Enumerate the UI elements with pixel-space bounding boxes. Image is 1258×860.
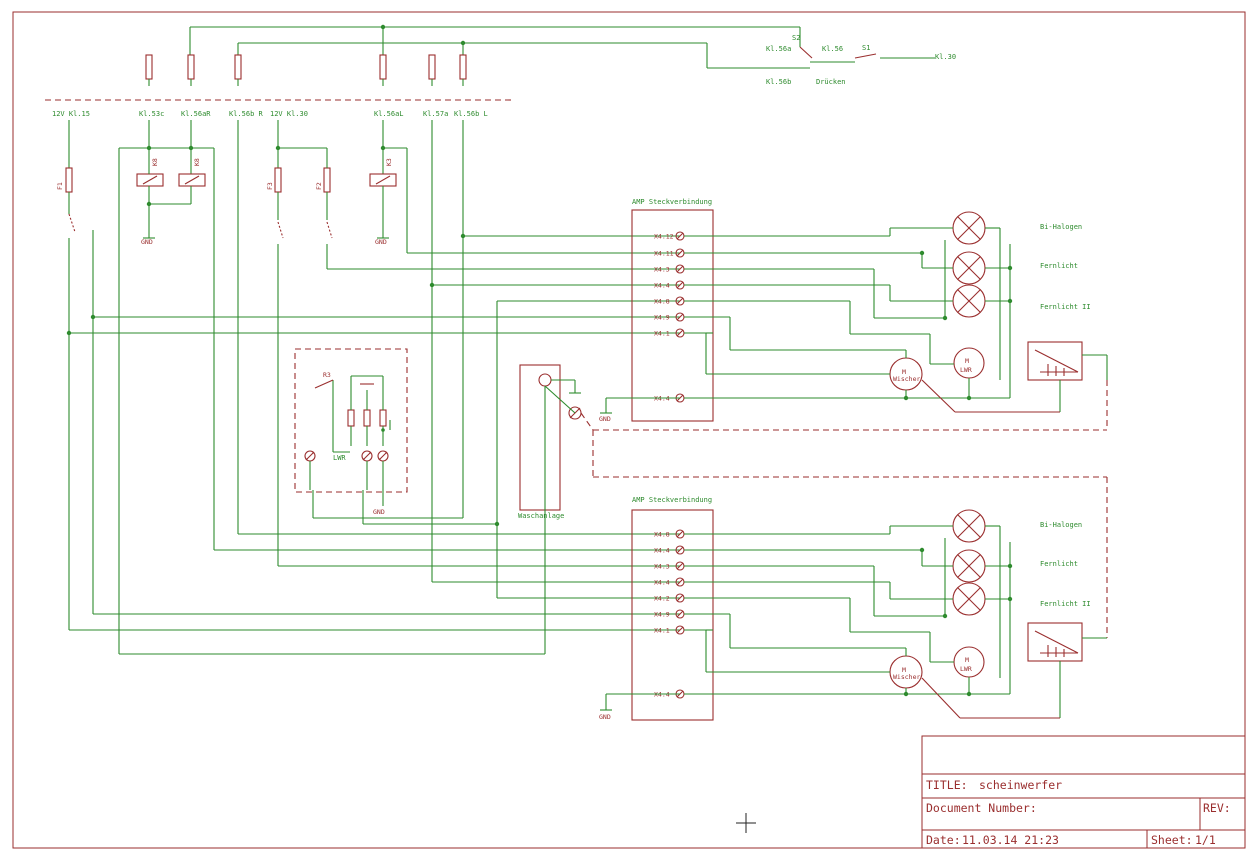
lamp-label-bi-halogen: Bi-Halogen <box>1040 223 1082 231</box>
connector-pin-label: X4.2 <box>654 595 670 603</box>
gnd-label: GND <box>599 713 611 721</box>
connector-pin-label: X4.4 <box>654 547 670 555</box>
fuse-label: F3 <box>266 182 274 190</box>
label-kl56: Kl.56 <box>822 45 843 53</box>
connector-pin-slash <box>676 546 684 554</box>
connector-pin-label: X4.12 <box>654 233 674 241</box>
lamp-label-bi-halogen: Bi-Halogen <box>1040 521 1082 529</box>
connector-pin-slash <box>676 313 684 321</box>
sheet-value: 1/1 <box>1195 833 1216 847</box>
connector-pin-slash <box>676 578 684 586</box>
gnd-label: GND <box>599 415 611 423</box>
relay-label: K8 <box>151 158 159 166</box>
waschanlage-label: Waschanlage <box>518 512 564 520</box>
motor-m-label: M <box>902 666 906 674</box>
bus-label: Kl.57a <box>423 110 448 118</box>
document-number-label: Document Number: <box>926 801 1037 815</box>
gnd-label: GND <box>141 238 153 246</box>
connector-pin-slash <box>676 249 684 257</box>
connector-pin-slash <box>676 530 684 538</box>
connector-pin-slash <box>676 562 684 570</box>
bus-labels: 12V Kl.15 Kl.53c Kl.56aR Kl.56b R 12V Kl… <box>52 110 488 118</box>
gnd-label: GND <box>375 238 387 246</box>
motor-lwr-label: LWR <box>960 366 972 374</box>
bus-label: 12V Kl.30 <box>270 110 308 118</box>
motor-m-label: M <box>965 656 969 664</box>
sheet-frame <box>12 11 1246 849</box>
motor-m-label: M <box>902 368 906 376</box>
fuse-label: F2 <box>315 182 323 190</box>
title-block <box>921 735 1246 849</box>
lamp-label-fernlicht: Fernlicht <box>1040 262 1078 270</box>
connector-pin-slash <box>676 281 684 289</box>
headlamp-bottom-wiring <box>705 525 1107 719</box>
connector-pin-label: X4.11 <box>654 250 674 258</box>
lamp-label-fernlicht-ii: Fernlicht II <box>1040 600 1091 608</box>
motor-m-label: M <box>965 357 969 365</box>
rev-label: REV: <box>1203 801 1231 815</box>
connector-pin-label: X4.1 <box>654 627 670 635</box>
connector-pin-label: X4.1 <box>654 330 670 338</box>
lamp-label-fernlicht: Fernlicht <box>1040 560 1078 568</box>
connector-pin-slash <box>676 297 684 305</box>
motor-wischer-label: Wischer <box>893 375 920 383</box>
waschanlage-unit <box>519 364 594 654</box>
connector-pin-label: X4.8 <box>654 298 670 306</box>
connector-pin-label: X4.8 <box>654 531 670 539</box>
connector-pin-slash <box>676 610 684 618</box>
bus-label: 12V Kl.15 <box>52 110 90 118</box>
headlamp-top-wiring <box>592 227 1108 638</box>
relay-label: K3 <box>385 158 393 166</box>
label-kl30: Kl.30 <box>935 53 956 61</box>
label-kl56a: Kl.56a <box>766 45 791 53</box>
connector-pin-label: X4.4 <box>654 282 670 290</box>
connector-pin-slash <box>676 594 684 602</box>
lwr-control-box <box>294 348 408 493</box>
lwr-resistor-label: R3 <box>323 371 331 379</box>
lwr-text: LWR <box>333 454 346 462</box>
bus-label: Kl.53c <box>139 110 164 118</box>
connector-pin-label: X4.4 <box>654 579 670 587</box>
bus-label: Kl.56aR <box>181 110 211 118</box>
bus-label: Kl.56aL <box>374 110 404 118</box>
connector-pin-slash <box>676 329 684 337</box>
bus-label: Kl.56b R <box>229 110 264 118</box>
bus-label: Kl.56b L <box>454 110 488 118</box>
motor-lwr-label: LWR <box>960 665 972 673</box>
connector-pin-slash <box>676 626 684 634</box>
connector-pin-label: X4.3 <box>654 563 670 571</box>
top-wiring <box>45 24 935 101</box>
connector-bottom-title: AMP Steckverbindung <box>632 496 712 504</box>
title-label: TITLE: <box>926 778 968 792</box>
relay-label: K8 <box>193 158 201 166</box>
label-druecken: Drücken <box>816 78 846 86</box>
label-s1: S1 <box>862 44 870 52</box>
fuse-label: F1 <box>56 182 64 190</box>
connector-pin-label: X4.9 <box>654 314 670 322</box>
gnd-labels: GND GND GND GND GND <box>141 238 611 721</box>
connector-pin-slash <box>676 265 684 273</box>
connector-pin-label: X4.3 <box>654 266 670 274</box>
connector-top-title: AMP Steckverbindung <box>632 198 712 206</box>
motor-wischer-label: Wischer <box>893 673 920 681</box>
date-label: Date: <box>926 833 961 847</box>
lamp-label-fernlicht-ii: Fernlicht II <box>1040 303 1091 311</box>
title-value: scheinwerfer <box>979 778 1062 792</box>
connector-pin-label: X4.9 <box>654 611 670 619</box>
gnd-label: GND <box>373 508 385 516</box>
crosshair-cursor-icon <box>736 813 756 833</box>
label-kl56b: Kl.56b <box>766 78 791 86</box>
connector-bottom: X4.8X4.4X4.3X4.4X4.2X4.9X4.1X4.4 <box>600 509 714 721</box>
sheet-label: Sheet: <box>1151 833 1193 847</box>
label-s2: S2 <box>792 34 800 42</box>
left-wiring <box>65 120 680 655</box>
date-value: 11.03.14 21:23 <box>962 833 1059 847</box>
connector-pin-slash <box>676 232 684 240</box>
top-fuses <box>145 54 467 86</box>
